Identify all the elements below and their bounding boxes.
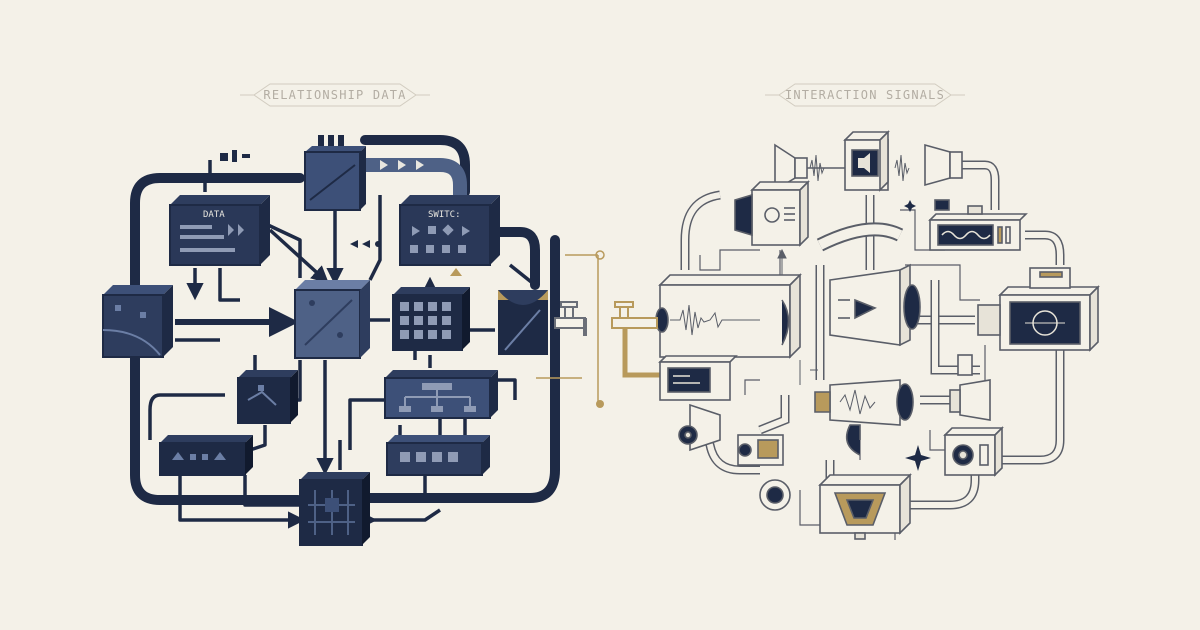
left-side-box — [102, 285, 173, 358]
screen-device — [977, 267, 1100, 352]
relationship-data-text: RELATIONSHIP DATA — [263, 88, 407, 102]
interaction-signals-label: INTERACTION SIGNALS — [765, 80, 965, 110]
data-box: DATA — [169, 195, 270, 266]
signal-tank — [655, 273, 802, 359]
link-box — [237, 370, 298, 424]
switch-box: SWITC: — [399, 195, 500, 266]
left-faucet — [554, 301, 587, 336]
sparkle-small-icon — [904, 200, 916, 212]
center-cube — [294, 280, 370, 359]
switch-box-label: SWITC: — [428, 210, 461, 220]
funnel-box — [498, 290, 548, 355]
sound-wave-top — [809, 154, 910, 182]
bottom-right-box — [386, 435, 490, 476]
bottom-left-box — [159, 435, 253, 476]
relationship-data-label: RELATIONSHIP DATA — [240, 80, 430, 110]
bell-cup-icon — [924, 143, 963, 187]
bottom-hub-box — [299, 472, 370, 546]
camera-round-device — [737, 434, 784, 466]
data-box-label: DATA — [203, 210, 225, 220]
bottom-projector-box — [818, 473, 912, 540]
top-stack-box — [304, 135, 366, 211]
label-frame-right — [765, 83, 965, 107]
sparkle-icon — [905, 445, 931, 471]
interaction-signals-network — [611, 130, 1100, 540]
connector-bulb — [949, 354, 991, 421]
grid-box — [392, 287, 470, 351]
interaction-signals-text: INTERACTION SIGNALS — [784, 88, 946, 102]
hierarchy-box — [384, 370, 498, 419]
arrow-indicators — [350, 240, 462, 276]
middle-funnel — [814, 379, 914, 456]
signal-line-center — [777, 248, 818, 385]
coil-pipe — [759, 479, 791, 511]
projector-device — [734, 180, 810, 247]
audio-device-box — [843, 130, 890, 192]
gold-faucet — [611, 301, 662, 378]
top-left-icons — [220, 150, 250, 162]
center-divider — [536, 250, 605, 408]
left-horn-icon — [678, 403, 721, 452]
speaker-horn-icon — [774, 143, 850, 192]
speaker-box — [943, 426, 1004, 477]
amplifier-cone — [829, 263, 921, 347]
label-frame-left — [240, 83, 430, 107]
wave-display-box — [928, 199, 1028, 251]
top-conveyor — [358, 158, 467, 202]
terminal-box — [658, 355, 738, 401]
relationship-data-network: DATA SWITC: — [102, 135, 587, 546]
